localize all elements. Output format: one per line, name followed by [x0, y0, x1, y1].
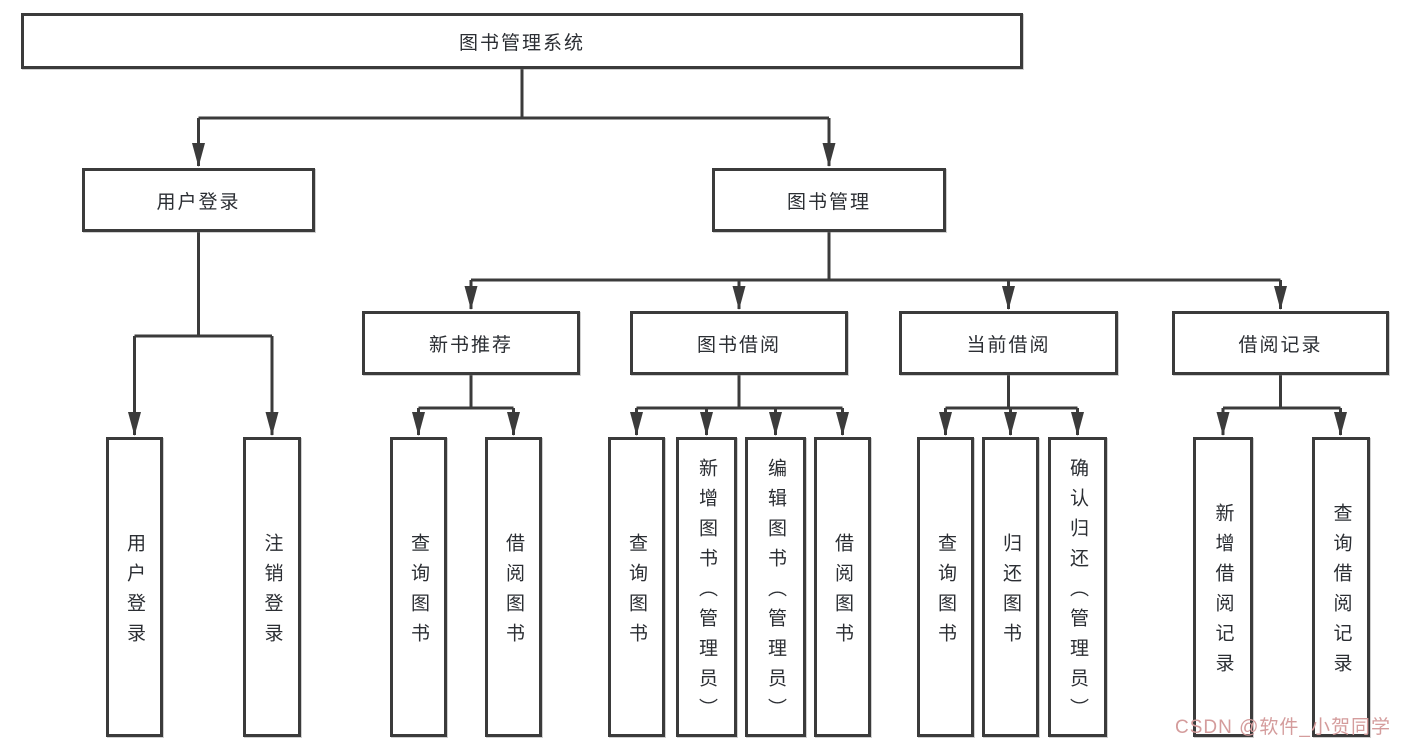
- leaf-add-borrow-record: 新增借阅记录: [1193, 437, 1253, 737]
- leaf-label: 借阅图书: [832, 532, 853, 653]
- leaf-label: 借阅图书: [503, 532, 524, 653]
- leaf-label: 查询图书: [935, 532, 956, 653]
- node-current-borrow: 当前借阅: [899, 311, 1118, 375]
- watermark: CSDN @软件_小贺同学: [1175, 717, 1391, 738]
- leaf-query-books-current: 查询图书: [917, 437, 974, 737]
- node-book-management: 图书管理: [712, 168, 946, 232]
- leaf-logout: 注销登录: [243, 437, 301, 737]
- leaf-label: 归还图书: [1000, 532, 1021, 653]
- leaf-borrow-books: 借阅图书: [814, 437, 871, 737]
- node-borrow-records: 借阅记录: [1172, 311, 1389, 375]
- leaf-label: 查询图书: [626, 532, 647, 653]
- leaf-confirm-return-admin: 确认归还（管理员）: [1048, 437, 1107, 737]
- leaf-label: 查询借阅记录: [1330, 502, 1352, 683]
- leaf-label: 新增借阅记录: [1212, 502, 1234, 683]
- leaf-return-books: 归还图书: [982, 437, 1039, 737]
- leaf-label: 新增图书（管理员）: [696, 457, 717, 728]
- leaf-query-books-borrow: 查询图书: [608, 437, 665, 737]
- leaf-query-borrow-record: 查询借阅记录: [1312, 437, 1370, 737]
- leaf-label: 确认归还（管理员）: [1067, 457, 1088, 728]
- leaf-borrow-books-recommend: 借阅图书: [485, 437, 542, 737]
- leaf-label: 用户登录: [124, 532, 145, 653]
- leaf-add-books-admin: 新增图书（管理员）: [676, 437, 737, 737]
- leaf-edit-books-admin: 编辑图书（管理员）: [745, 437, 806, 737]
- node-book-borrow: 图书借阅: [630, 311, 848, 375]
- node-user-login: 用户登录: [82, 168, 315, 232]
- leaf-label: 编辑图书（管理员）: [765, 457, 786, 728]
- leaf-label: 查询图书: [408, 532, 429, 653]
- leaf-query-books-recommend: 查询图书: [390, 437, 447, 737]
- leaf-user-login: 用户登录: [106, 437, 163, 737]
- node-library-management-system: 图书管理系统: [21, 13, 1023, 69]
- node-new-book-recommend: 新书推荐: [362, 311, 580, 375]
- leaf-label: 注销登录: [261, 532, 283, 653]
